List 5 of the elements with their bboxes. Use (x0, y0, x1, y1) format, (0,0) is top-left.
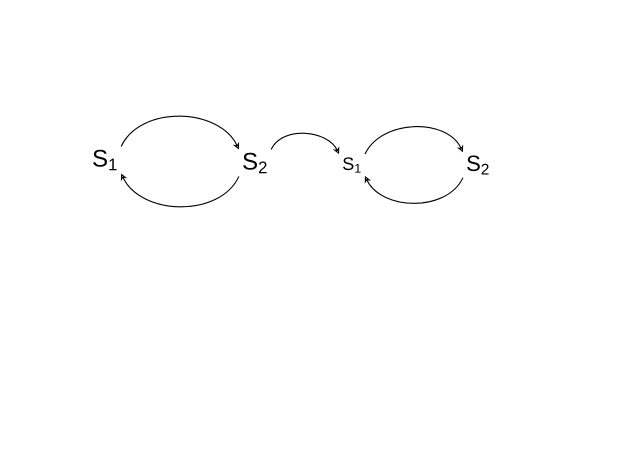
state-label: S$_{1}$ (343, 157, 361, 173)
state-label: S$_{2}$ (243, 152, 267, 174)
state-label: S$_{1}$ (93, 150, 117, 170)
state-label: S$_{2}$ (467, 156, 489, 174)
arrow (364, 126, 464, 154)
